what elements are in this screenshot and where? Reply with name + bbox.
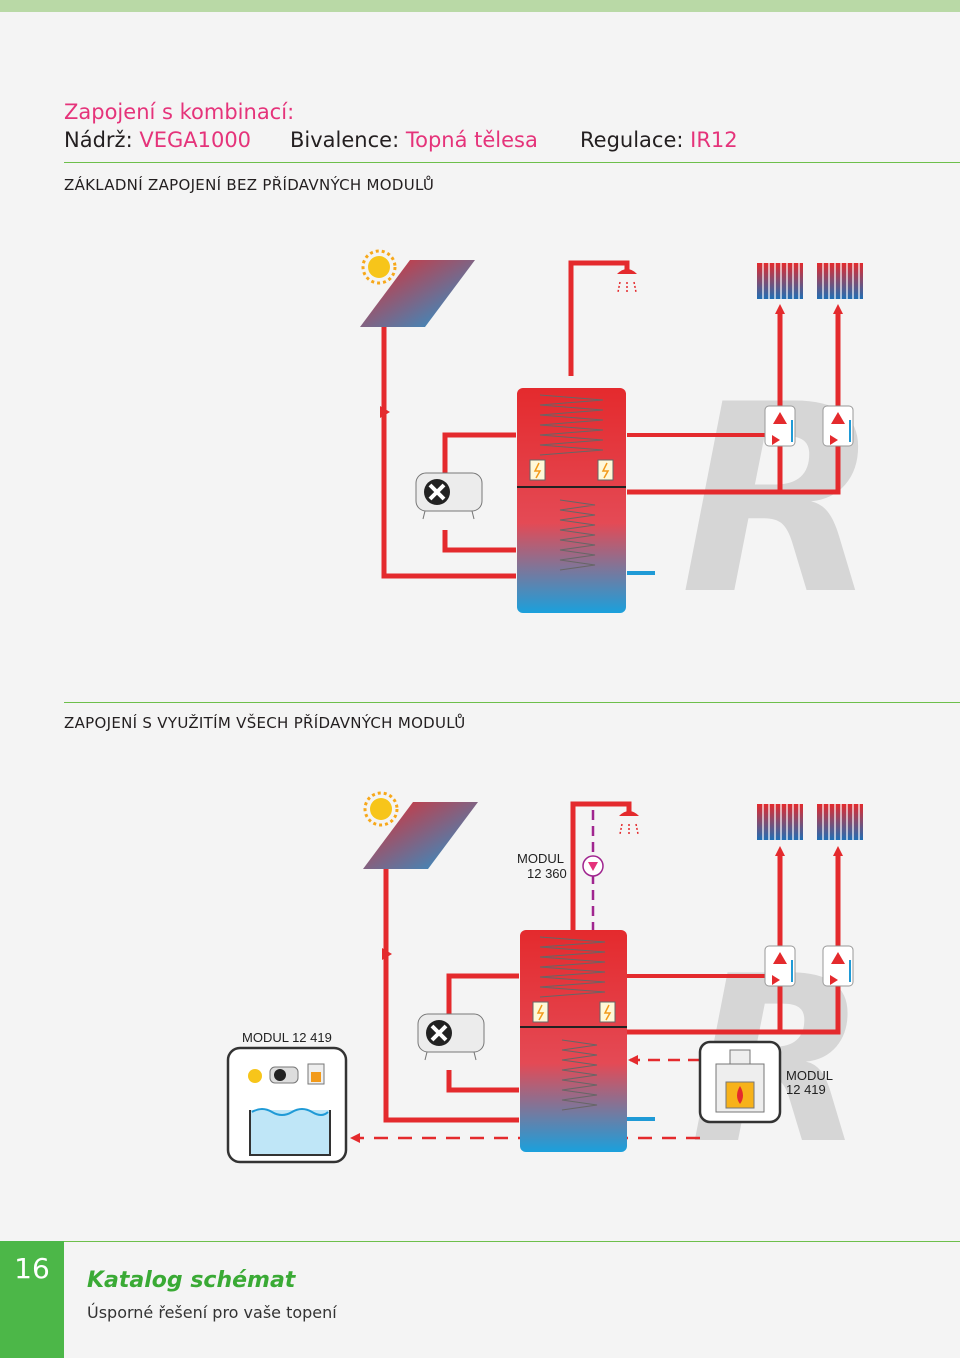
pool-module [226,1046,348,1164]
modul-fire-label-line1: MODUL [786,1068,833,1083]
radiator-icon [817,804,863,840]
pump-group-icon [764,405,796,447]
regulation-label: Regulace: [580,128,684,152]
sun-icon [361,249,397,285]
solar-panel [363,802,478,869]
modul-360-label-line1: MODUL [517,851,564,866]
fireplace-module [698,1040,782,1124]
radiator-icon [757,263,803,299]
heat-pump-icon [417,1013,485,1061]
valve-icon [382,948,392,960]
bivalence-label: Bivalence: [290,128,400,152]
pump-group-icon [764,945,796,987]
bivalence-value: Topná tělesa [405,128,538,152]
heater-bolt-icon [533,462,542,479]
section2-rule [64,702,960,703]
section2-title: ZAPOJENÍ S VYUŽITÍM VŠECH PŘÍDAVNÝCH MOD… [64,714,466,732]
catalog-subtitle: Úsporné řešení pro vaše topení [87,1303,337,1322]
pump-group-icon [822,945,854,987]
regulation-value: IR12 [690,128,738,152]
tank-label: Nádrž: [64,128,133,152]
heater-bolt-icon [601,462,610,479]
storage-tank [517,388,626,613]
bivalence-info: Bivalence: Topná tělesa [290,128,538,152]
full-modules-diagram: R [226,791,867,1170]
valve-icon [380,406,390,418]
section1-title: ZÁKLADNÍ ZAPOJENÍ BEZ PŘÍDAVNÝCH MODULŮ [64,176,435,194]
heat-pump-icon [415,472,483,520]
basic-connection-diagram: R [360,249,880,630]
combination-heading: Zapojení s kombinací: [64,100,295,124]
page-number: 16 [14,1252,50,1285]
heater-bolt-icon [536,1004,545,1021]
footer-rule [64,1241,960,1242]
radiator-icon [757,804,803,840]
section1-rule [64,162,960,163]
tank-info: Nádrž: VEGA1000 [64,128,251,152]
storage-tank [520,930,627,1152]
solar-panel [360,260,475,327]
radiator-icon [817,263,863,299]
sun-icon [248,1069,262,1083]
modul-360-label-line2: 12 360 [527,866,567,881]
sun-icon [363,791,399,827]
modul-pool-label: MODUL 12 419 [242,1030,332,1045]
shower-icon [619,811,639,835]
pump-group-icon [822,405,854,447]
catalog-title: Katalog schémat [87,1268,296,1293]
heater-bolt-icon [603,1004,612,1021]
regulation-info: Regulace: IR12 [580,128,738,152]
pool-icon [249,1110,331,1156]
tank-value: VEGA1000 [139,128,252,152]
footer-page-tab [0,1241,64,1358]
top-accent-bar [0,0,960,12]
modul-fire-label-line2: 12 419 [786,1082,826,1097]
shower-icon [617,269,637,293]
